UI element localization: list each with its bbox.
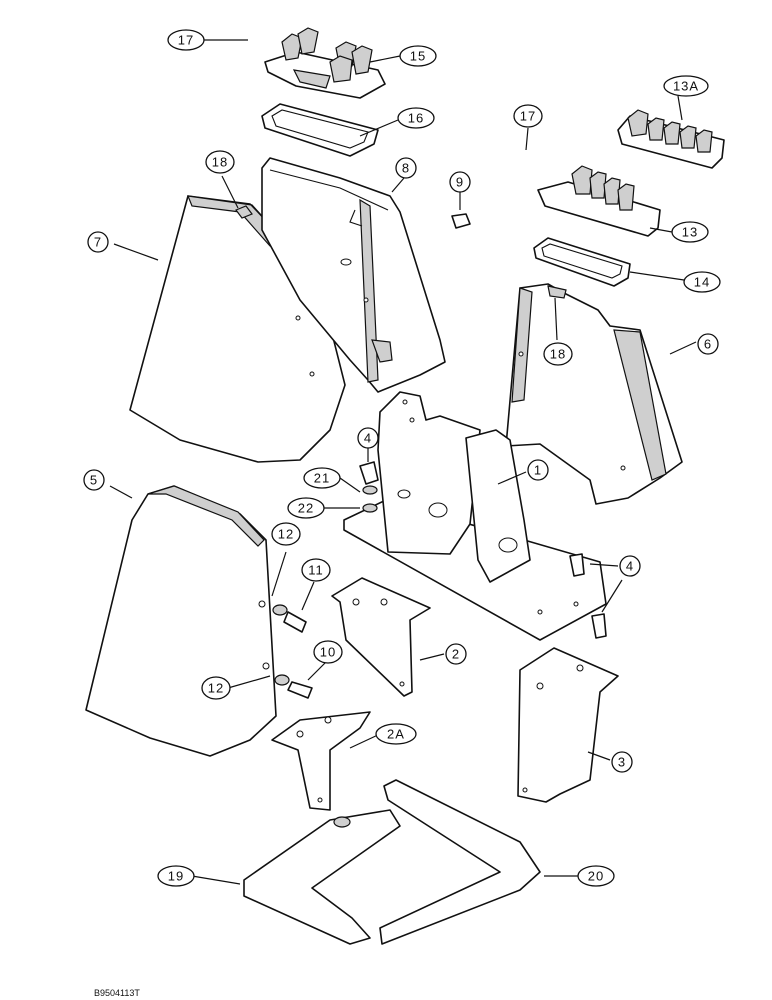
part-2-bracket — [331, 577, 431, 697]
svg-text:20: 20 — [588, 869, 604, 884]
svg-text:14: 14 — [694, 275, 710, 290]
part-20-pad — [379, 779, 541, 945]
svg-text:3: 3 — [618, 755, 626, 770]
callout-18-upper: 18 — [205, 150, 235, 174]
figure-reference: B9504113T — [94, 988, 140, 998]
callout-15: 15 — [399, 45, 437, 67]
svg-text:12: 12 — [208, 681, 224, 696]
part-5-lower-console-cover — [85, 485, 277, 757]
callout-12-lower: 12 — [201, 676, 231, 700]
callout-19: 19 — [157, 865, 195, 887]
svg-text:13: 13 — [682, 225, 698, 240]
leader-lines — [109, 39, 697, 885]
callout-9: 9 — [449, 171, 471, 193]
callout-3: 3 — [611, 751, 633, 773]
callout-8: 8 — [395, 157, 417, 179]
callout-11: 11 — [301, 558, 331, 582]
callout-1: 1 — [527, 459, 549, 481]
callout-12-upper: 12 — [271, 522, 301, 546]
callout-20: 20 — [577, 865, 615, 887]
part-10-bolt — [262, 662, 313, 699]
svg-text:19: 19 — [168, 869, 184, 884]
svg-text:13A: 13A — [673, 79, 699, 94]
svg-text:16: 16 — [408, 111, 424, 126]
svg-text:11: 11 — [308, 563, 324, 578]
part-13-boot-plate — [537, 165, 661, 237]
svg-text:15: 15 — [410, 49, 426, 64]
svg-text:4: 4 — [364, 431, 372, 446]
callout-7: 7 — [87, 231, 109, 253]
svg-text:18: 18 — [212, 155, 228, 170]
svg-text:2A: 2A — [387, 727, 405, 742]
part-13A-boot-plate — [617, 109, 725, 169]
callout-13: 13 — [671, 221, 709, 243]
part-3-bracket — [517, 647, 619, 803]
part-1-main-frame — [343, 391, 607, 641]
part-6-right-console-cover — [505, 283, 683, 505]
svg-text:17: 17 — [520, 109, 536, 124]
callout-17-top-left: 17 — [167, 29, 205, 51]
svg-text:21: 21 — [314, 471, 330, 486]
svg-text:9: 9 — [456, 175, 464, 190]
callout-14: 14 — [683, 271, 721, 293]
svg-text:6: 6 — [704, 337, 712, 352]
callout-22: 22 — [287, 497, 325, 519]
part-8-rear-panel — [261, 157, 446, 393]
svg-text:12: 12 — [278, 527, 294, 542]
callout-16: 16 — [397, 107, 435, 129]
svg-text:1: 1 — [534, 463, 542, 478]
part-11-bolt — [258, 600, 307, 633]
part-14-gasket — [533, 237, 631, 287]
svg-text:4: 4 — [626, 559, 634, 574]
svg-text:2: 2 — [452, 647, 460, 662]
callout-18-lower: 18 — [543, 342, 573, 366]
callout-10: 10 — [313, 640, 343, 664]
callout-6: 6 — [697, 333, 719, 355]
callout-2: 2 — [445, 643, 467, 665]
part-4-bolt-upper — [359, 461, 379, 513]
part-19-pad — [243, 809, 401, 945]
svg-text:8: 8 — [402, 161, 410, 176]
callout-4-upper: 4 — [357, 427, 379, 449]
svg-text:18: 18 — [550, 347, 566, 362]
callout-5: 5 — [83, 469, 105, 491]
svg-text:10: 10 — [320, 645, 336, 660]
callout-4-lower: 4 — [619, 555, 641, 577]
part-18-bracket-upper — [235, 205, 253, 219]
svg-text:5: 5 — [90, 473, 98, 488]
part-16-gasket — [261, 103, 379, 157]
callout-13A: 13A — [663, 75, 709, 97]
svg-text:7: 7 — [94, 235, 102, 250]
svg-text:22: 22 — [298, 501, 314, 516]
callout-17-right: 17 — [513, 104, 543, 128]
part-2A-bracket — [271, 711, 371, 811]
svg-text:17: 17 — [178, 33, 194, 48]
part-4-bolts-lower — [569, 553, 607, 639]
part-9-plug — [451, 213, 471, 229]
part-15-boot-plate — [264, 27, 386, 99]
callout-21: 21 — [303, 467, 341, 489]
callout-2A: 2A — [375, 723, 417, 745]
